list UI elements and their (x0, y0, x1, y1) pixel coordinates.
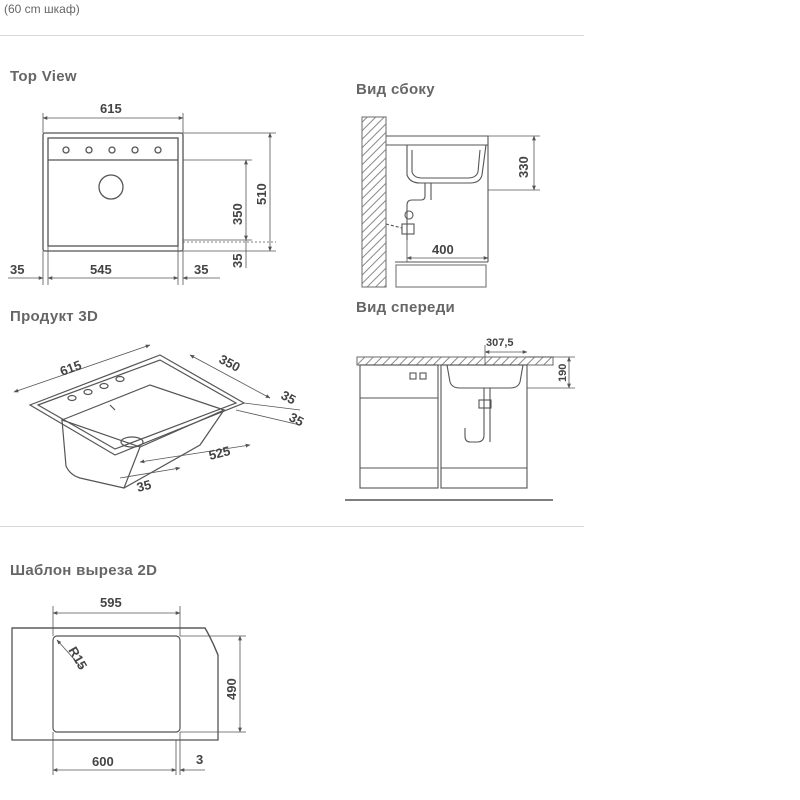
dim-top-inner-width: 545 (90, 262, 112, 277)
product-3d-drawing (13, 344, 301, 489)
front-view-drawing (345, 345, 575, 501)
dim-top-width: 615 (100, 101, 122, 116)
dim-3d-margin-b: 35 (287, 409, 307, 429)
section-divider (0, 526, 584, 527)
dim-top-total-depth: 510 (254, 183, 269, 205)
dim-top-right-margin: 35 (194, 262, 208, 277)
dim-front-offset: 307,5 (486, 337, 514, 349)
sink-inner-rim (47, 137, 179, 247)
dim-top-bottom-margin: 35 (230, 254, 245, 268)
front-view-heading: Вид спереди (356, 299, 456, 316)
dim-side-drain-offset: 400 (432, 242, 454, 257)
cabinet-caption: (60 cm шкаф) (4, 2, 80, 16)
wall (361, 116, 387, 288)
dim-3d-bowl: 525 (207, 443, 232, 463)
sink-outline (42, 132, 184, 252)
dim-cutout-width: 595 (100, 595, 122, 610)
trap-pipe (406, 183, 426, 240)
section-divider (0, 35, 584, 36)
product-3d-heading: Продукт 3D (10, 308, 99, 325)
dim-front-height: 190 (557, 364, 569, 382)
side-bowl (406, 144, 487, 184)
template-sheet (11, 627, 219, 741)
top-view-heading: Top View (10, 68, 77, 85)
iso-bowl-front (61, 419, 141, 489)
dim-top-bowl-depth: 350 (230, 203, 245, 225)
side-view-drawing (361, 116, 540, 288)
countertop (356, 356, 554, 366)
top-view-drawing (8, 113, 276, 285)
dim-cutout-radius: R15 (65, 644, 90, 672)
dim-side-height: 330 (516, 156, 531, 178)
dim-cutout-gap: 3 (196, 752, 203, 767)
cutout-heading: Шаблон выреза 2D (10, 562, 158, 579)
dim-top-left-margin: 35 (10, 262, 24, 277)
drain-icon (98, 174, 124, 200)
side-view-heading: Вид сбоку (356, 81, 435, 98)
cutout-drawing (11, 606, 246, 775)
tap-holes (62, 146, 162, 154)
dim-cutout-cabinet: 600 (92, 754, 114, 769)
dim-cutout-height: 490 (224, 678, 239, 700)
cutout-hole (52, 635, 181, 733)
front-bowl (446, 364, 524, 389)
dim-3d-width: 615 (58, 357, 84, 379)
dim-3d-margin-a: 35 (279, 387, 299, 407)
dim-3d-margin-c: 35 (135, 477, 153, 495)
